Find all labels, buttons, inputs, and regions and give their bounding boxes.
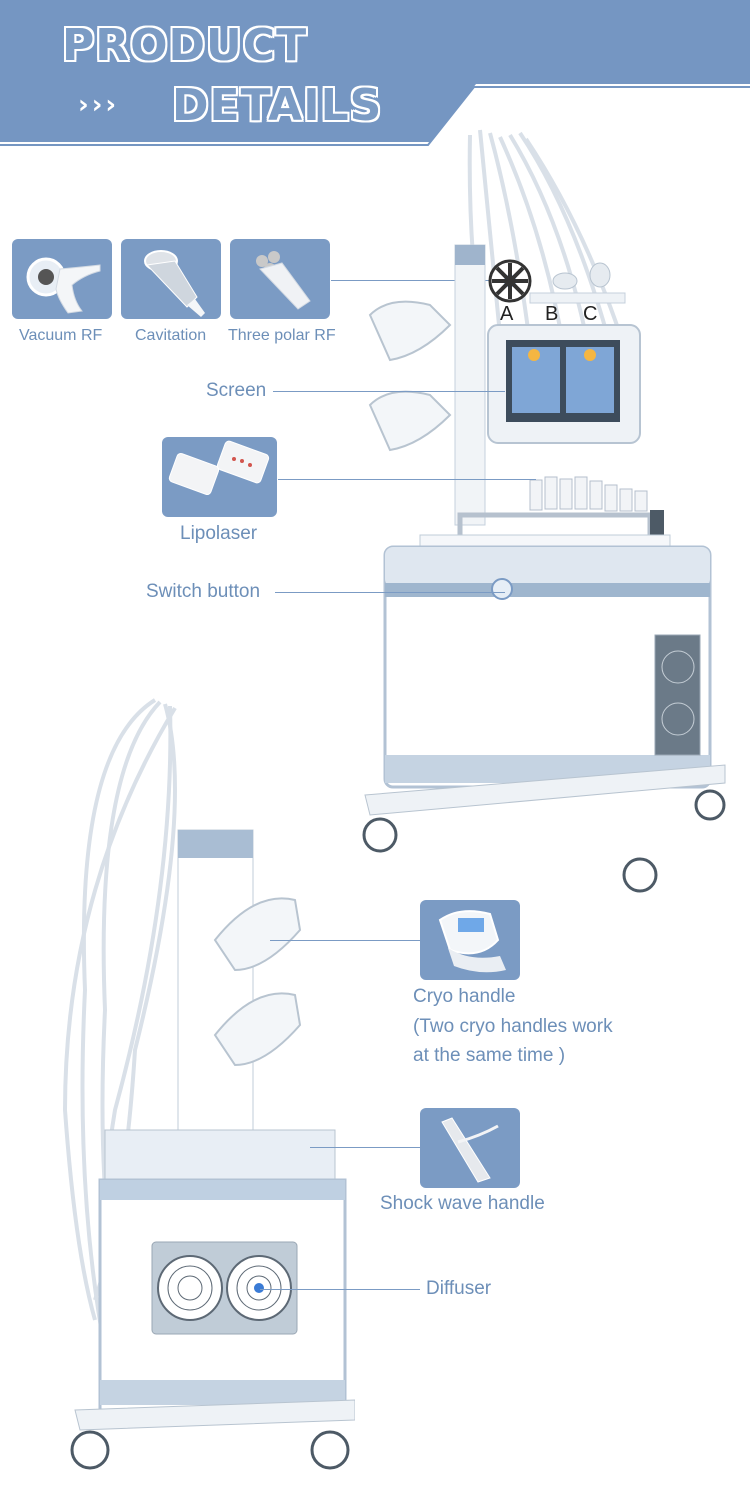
lipolaser-thumbnail <box>162 437 277 517</box>
page-title-line2: DETAILS <box>172 80 383 131</box>
cavitation-label: Cavitation <box>135 327 207 344</box>
shock-wave-handle-icon <box>441 1117 499 1183</box>
header-background <box>0 0 750 146</box>
cryo-handle-icon <box>438 910 506 973</box>
shock-wave-handle-label: Shock wave handle <box>380 1193 545 1214</box>
port-label-a: A <box>500 303 514 325</box>
side-machine-illustration <box>62 698 355 1470</box>
port-label-c: C <box>583 303 598 325</box>
cavitation-handle-icon <box>144 250 205 317</box>
vacuum-rf-handle-thumbnail <box>12 239 112 319</box>
header-banner <box>0 0 750 160</box>
page-title-line1: PRODUCT <box>62 20 308 71</box>
lipolaser-label: Lipolaser <box>180 523 258 544</box>
shock-wave-handle-thumbnail <box>420 1108 520 1188</box>
port-label-b: B <box>545 303 559 325</box>
front-machine-illustration <box>362 129 726 893</box>
switch-button-label: Switch button <box>146 581 261 602</box>
cryo-handle-note-line2: at the same time ) <box>413 1045 566 1066</box>
vacuum-rf-label: Vacuum RF <box>19 327 103 344</box>
cryo-handle-note-line1: (Two cryo handles work <box>413 1016 613 1037</box>
three-polar-rf-label: Three polar RF <box>228 327 336 344</box>
cryo-handle-label: Cryo handle <box>413 986 516 1007</box>
cryo-handle-thumbnail <box>420 900 520 980</box>
three-polar-rf-handle-thumbnail <box>230 239 330 319</box>
chevron-arrows-icon: ››› <box>78 90 120 120</box>
screen-label: Screen <box>206 380 267 401</box>
diffuser-leader-line <box>260 1289 420 1290</box>
cryo-handle-leader-line <box>270 940 420 941</box>
vacuum-rf-handle-icon <box>26 257 101 314</box>
shock-wave-leader-line <box>310 1147 420 1148</box>
cavitation-handle-thumbnail <box>121 239 221 319</box>
lipolaser-leader-line <box>278 479 536 480</box>
three-polar-rf-handle-icon <box>256 251 311 310</box>
diffuser-label: Diffuser <box>426 1278 492 1299</box>
handles-leader-line <box>331 280 496 281</box>
switch-button-leader-line <box>275 592 505 593</box>
lipolaser-pads-icon <box>168 440 270 495</box>
screen-leader-line <box>273 391 505 392</box>
